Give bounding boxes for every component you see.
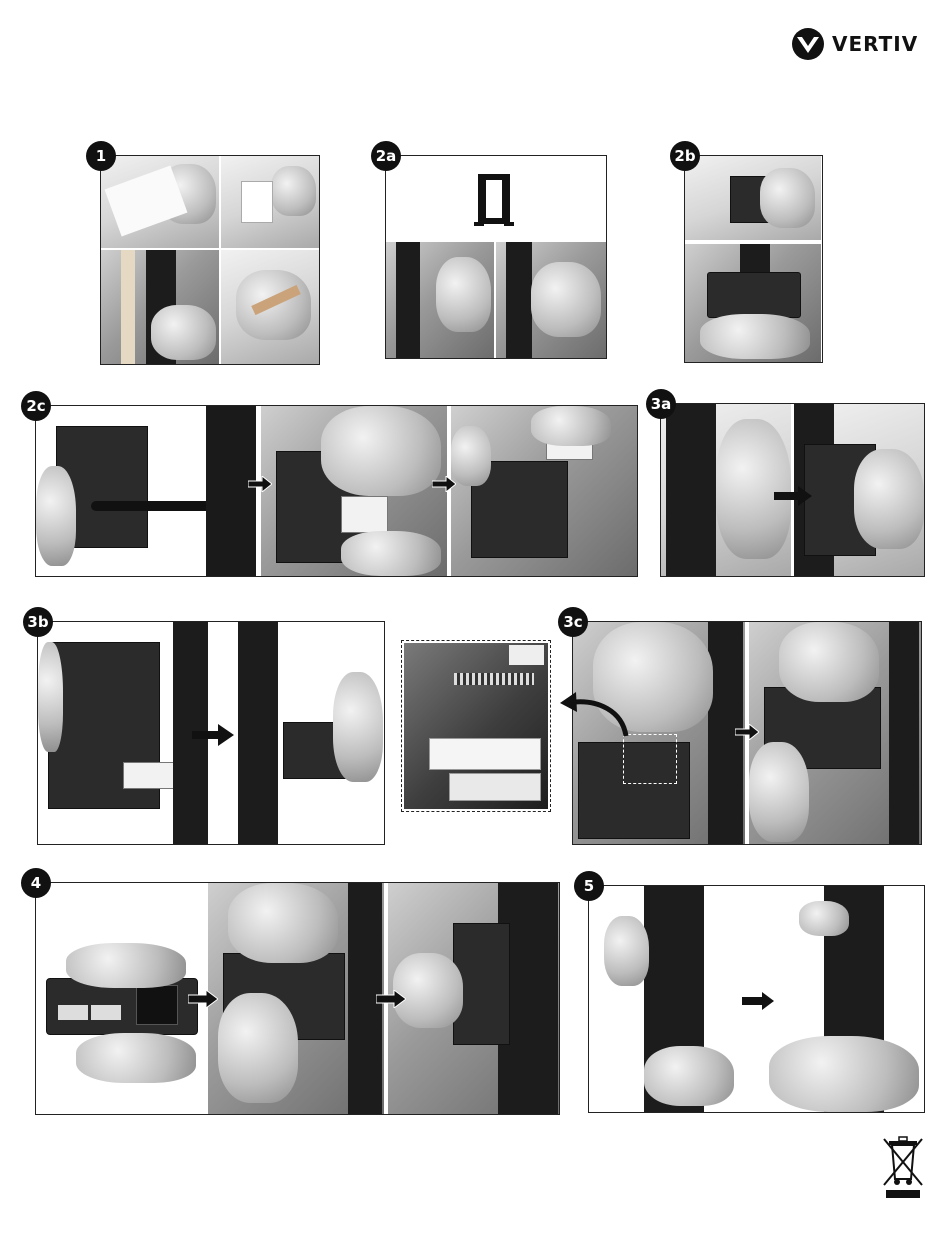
right-arrow-icon xyxy=(432,476,456,492)
right-arrow-icon xyxy=(192,724,234,746)
photo-module-pull xyxy=(685,156,821,240)
step-badge-2b: 2b xyxy=(670,141,700,171)
step-2b-panel xyxy=(684,155,823,363)
crossed-out-wheelie-bin-icon xyxy=(880,1135,926,1199)
photo-push-module xyxy=(388,883,559,1114)
step-1-panel xyxy=(100,155,320,365)
right-arrow-icon xyxy=(774,486,812,506)
curved-arrow-icon xyxy=(552,690,632,740)
step-2c-panel xyxy=(35,405,638,577)
step-badge-4: 4 xyxy=(21,868,51,898)
photo-cable-disconnect-1 xyxy=(36,406,258,576)
photo-wrist-strap xyxy=(221,250,319,364)
step-badge-3a: 3a xyxy=(646,389,676,419)
step-badge-2c: 2c xyxy=(21,391,51,421)
vertiv-chevron-icon xyxy=(790,27,826,61)
right-arrow-icon xyxy=(376,990,406,1008)
step-4-panel xyxy=(35,882,560,1115)
step-badge-3b: 3b xyxy=(23,607,53,637)
photo-handle-grip xyxy=(496,242,606,358)
brand-name: VERTIV xyxy=(832,32,918,56)
photo-new-module-insert xyxy=(794,404,924,576)
right-arrow-icon xyxy=(742,992,774,1010)
photo-reconnect-cable xyxy=(38,622,210,844)
step-2a-panel xyxy=(385,155,607,359)
step-badge-1: 1 xyxy=(86,141,116,171)
step-badge-3c: 3c xyxy=(558,607,588,637)
photo-tape-peel xyxy=(101,156,219,248)
photo-seat-module xyxy=(213,622,384,844)
photo-new-module-align xyxy=(661,404,791,576)
photo-slide-module xyxy=(749,622,921,844)
photo-module-removed xyxy=(685,244,821,362)
right-arrow-icon xyxy=(188,990,218,1008)
vertiv-logo: VERTIV xyxy=(790,24,930,64)
step-badge-2a: 2a xyxy=(371,141,401,171)
photo-handle-remove xyxy=(589,886,755,1112)
photo-handle-tool xyxy=(386,156,605,240)
photo-tape-strip xyxy=(221,156,319,248)
step-badge-5: 5 xyxy=(574,871,604,901)
connector-detail-inset xyxy=(401,640,551,812)
photo-cable-disconnect-3 xyxy=(451,406,637,576)
photo-apply-tape xyxy=(101,250,219,364)
photo-handle-insert xyxy=(386,242,494,358)
photo-install-tool xyxy=(208,883,384,1114)
right-arrow-icon xyxy=(248,476,272,492)
photo-final-seat xyxy=(759,886,924,1112)
photo-module-front xyxy=(36,883,202,1114)
photo-cable-disconnect-2 xyxy=(261,406,447,576)
photo-connector-closeup xyxy=(404,643,548,809)
right-arrow-icon xyxy=(735,724,759,740)
